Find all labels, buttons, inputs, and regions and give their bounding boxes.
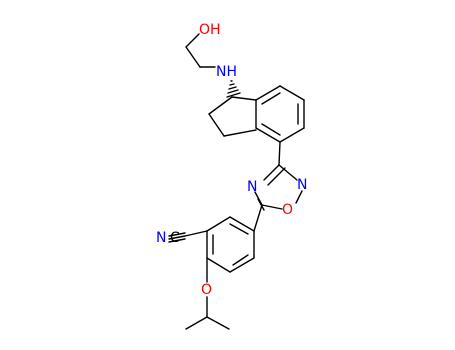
oxadiazole-ring: [254, 164, 303, 211]
oxadiazole-o-label: O: [282, 202, 293, 218]
nitrile-n-label: N: [156, 230, 166, 246]
benzonitrile-benzene-ring: [206, 216, 255, 273]
hydroxyethyl-chain: [185, 33, 216, 68]
hydroxyl-label: OH: [199, 22, 221, 38]
isopropoxy-group: [185, 257, 230, 330]
nitrile-c-label: C: [170, 230, 180, 246]
oxadiazole-n-left-label: N: [247, 179, 257, 195]
bond-indane-oxadiazole: [278, 141, 281, 166]
stereo-hash-bond: [226, 80, 241, 98]
indane-benzene-ring: [255, 85, 305, 143]
oxadiazole-n-right-label: N: [297, 177, 307, 193]
bond-o-c: [185, 33, 200, 48]
indane-cyclopentane-ring: [208, 96, 257, 137]
bond-oxadiazole-benzene: [253, 204, 263, 232]
nitrile-group: [168, 230, 208, 243]
bond-c-c: [185, 46, 201, 68]
amine-label: NH: [216, 64, 237, 80]
ether-o-label: O: [201, 282, 212, 298]
